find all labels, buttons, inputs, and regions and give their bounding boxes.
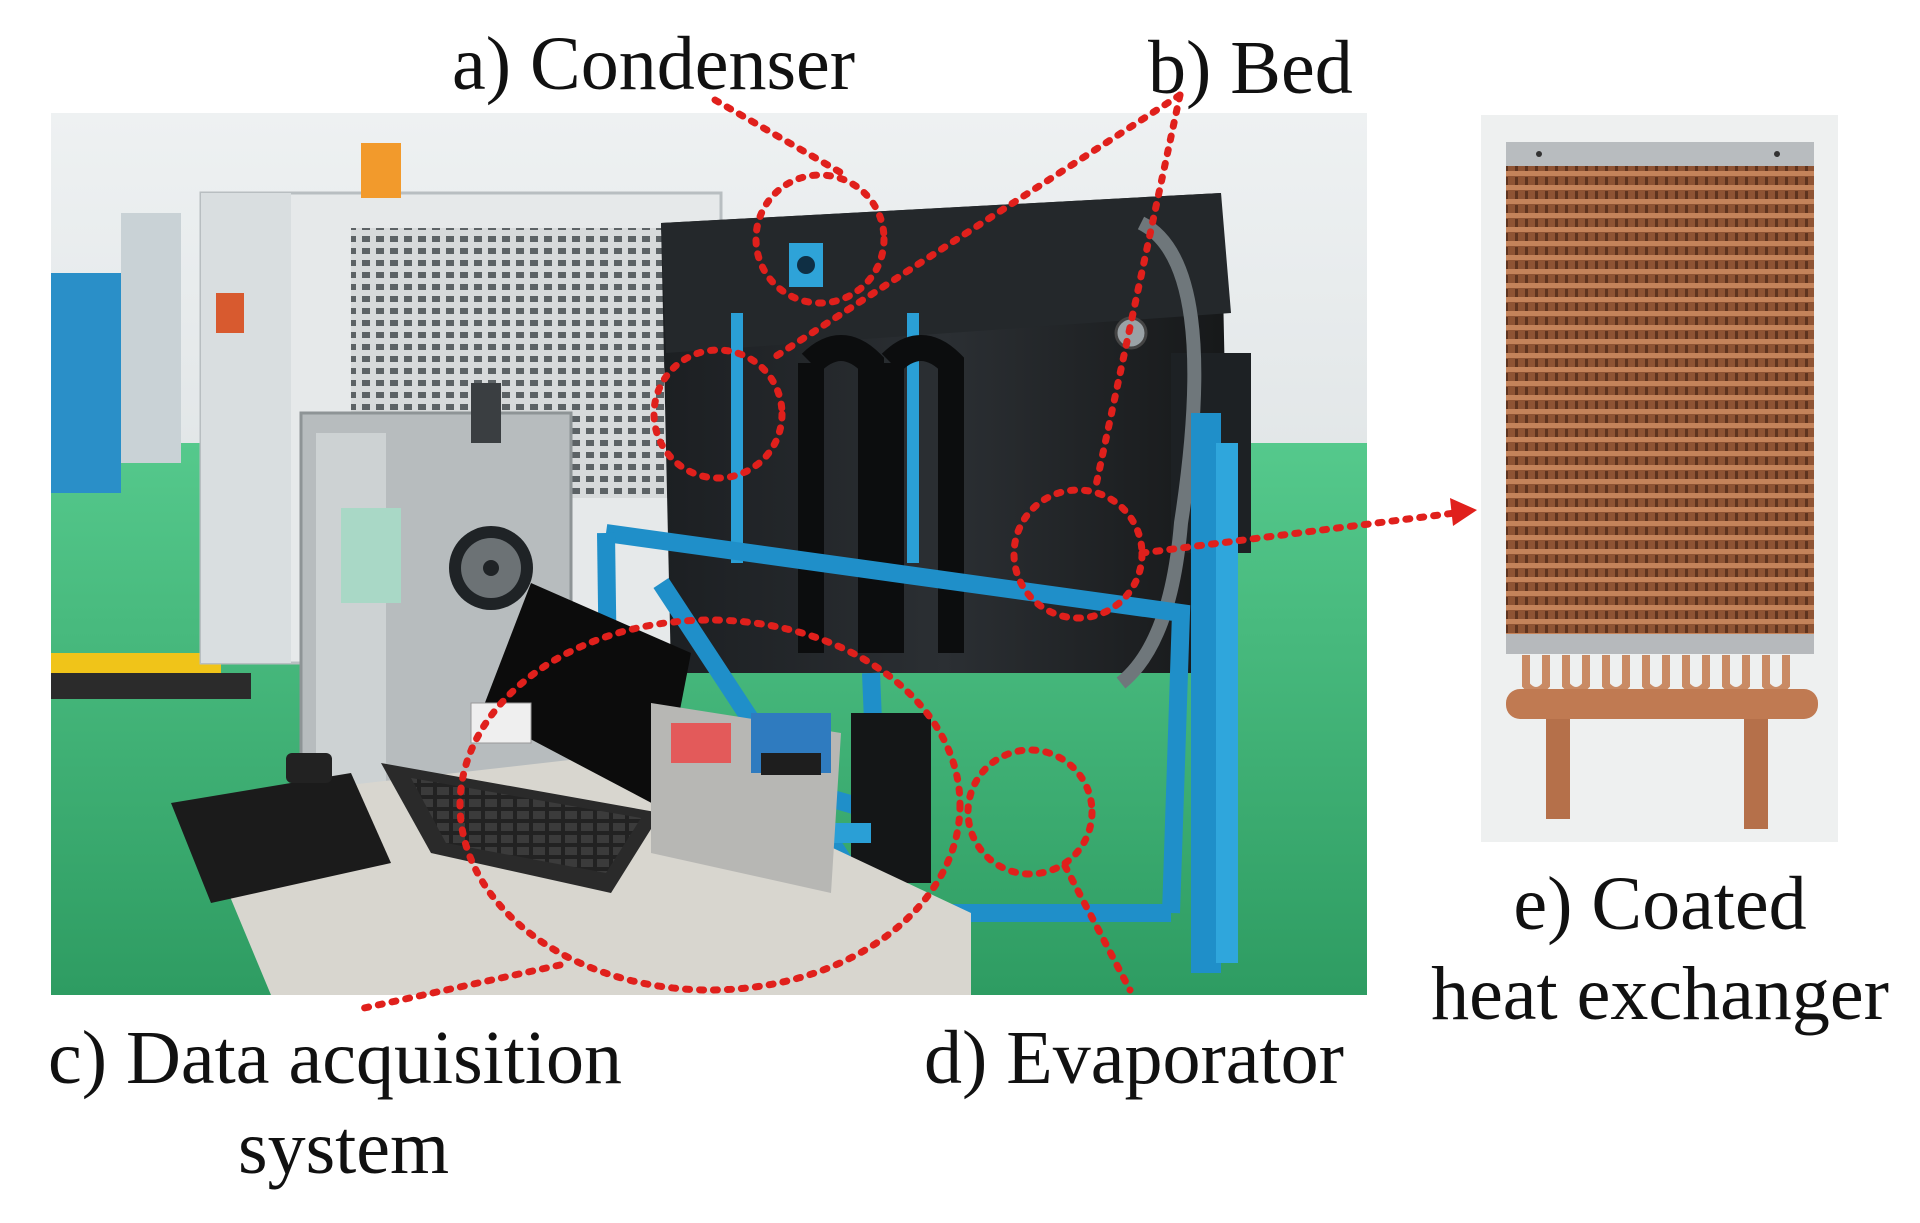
label-coated-line1: e) Coated bbox=[1513, 862, 1807, 946]
heat-exchanger-arrowhead bbox=[1450, 498, 1477, 526]
label-bed: b) Bed bbox=[1148, 26, 1353, 110]
coated-heat-exchanger-photo bbox=[1481, 115, 1838, 842]
label-condenser: a) Condenser bbox=[452, 22, 856, 106]
label-data-acquisition: c) Data acquisition system bbox=[48, 1020, 622, 1186]
label-evaporator: d) Evaporator bbox=[924, 1016, 1344, 1100]
lab-setup-photo bbox=[51, 113, 1367, 995]
label-coated-line2: heat exchanger bbox=[1431, 952, 1889, 1036]
label-coated-heat-exchanger: e) Coated heat exchanger bbox=[1420, 866, 1900, 1032]
label-data-acquisition-line1: c) Data acquisition bbox=[48, 1016, 623, 1100]
label-data-acquisition-line2: system bbox=[238, 1106, 450, 1190]
